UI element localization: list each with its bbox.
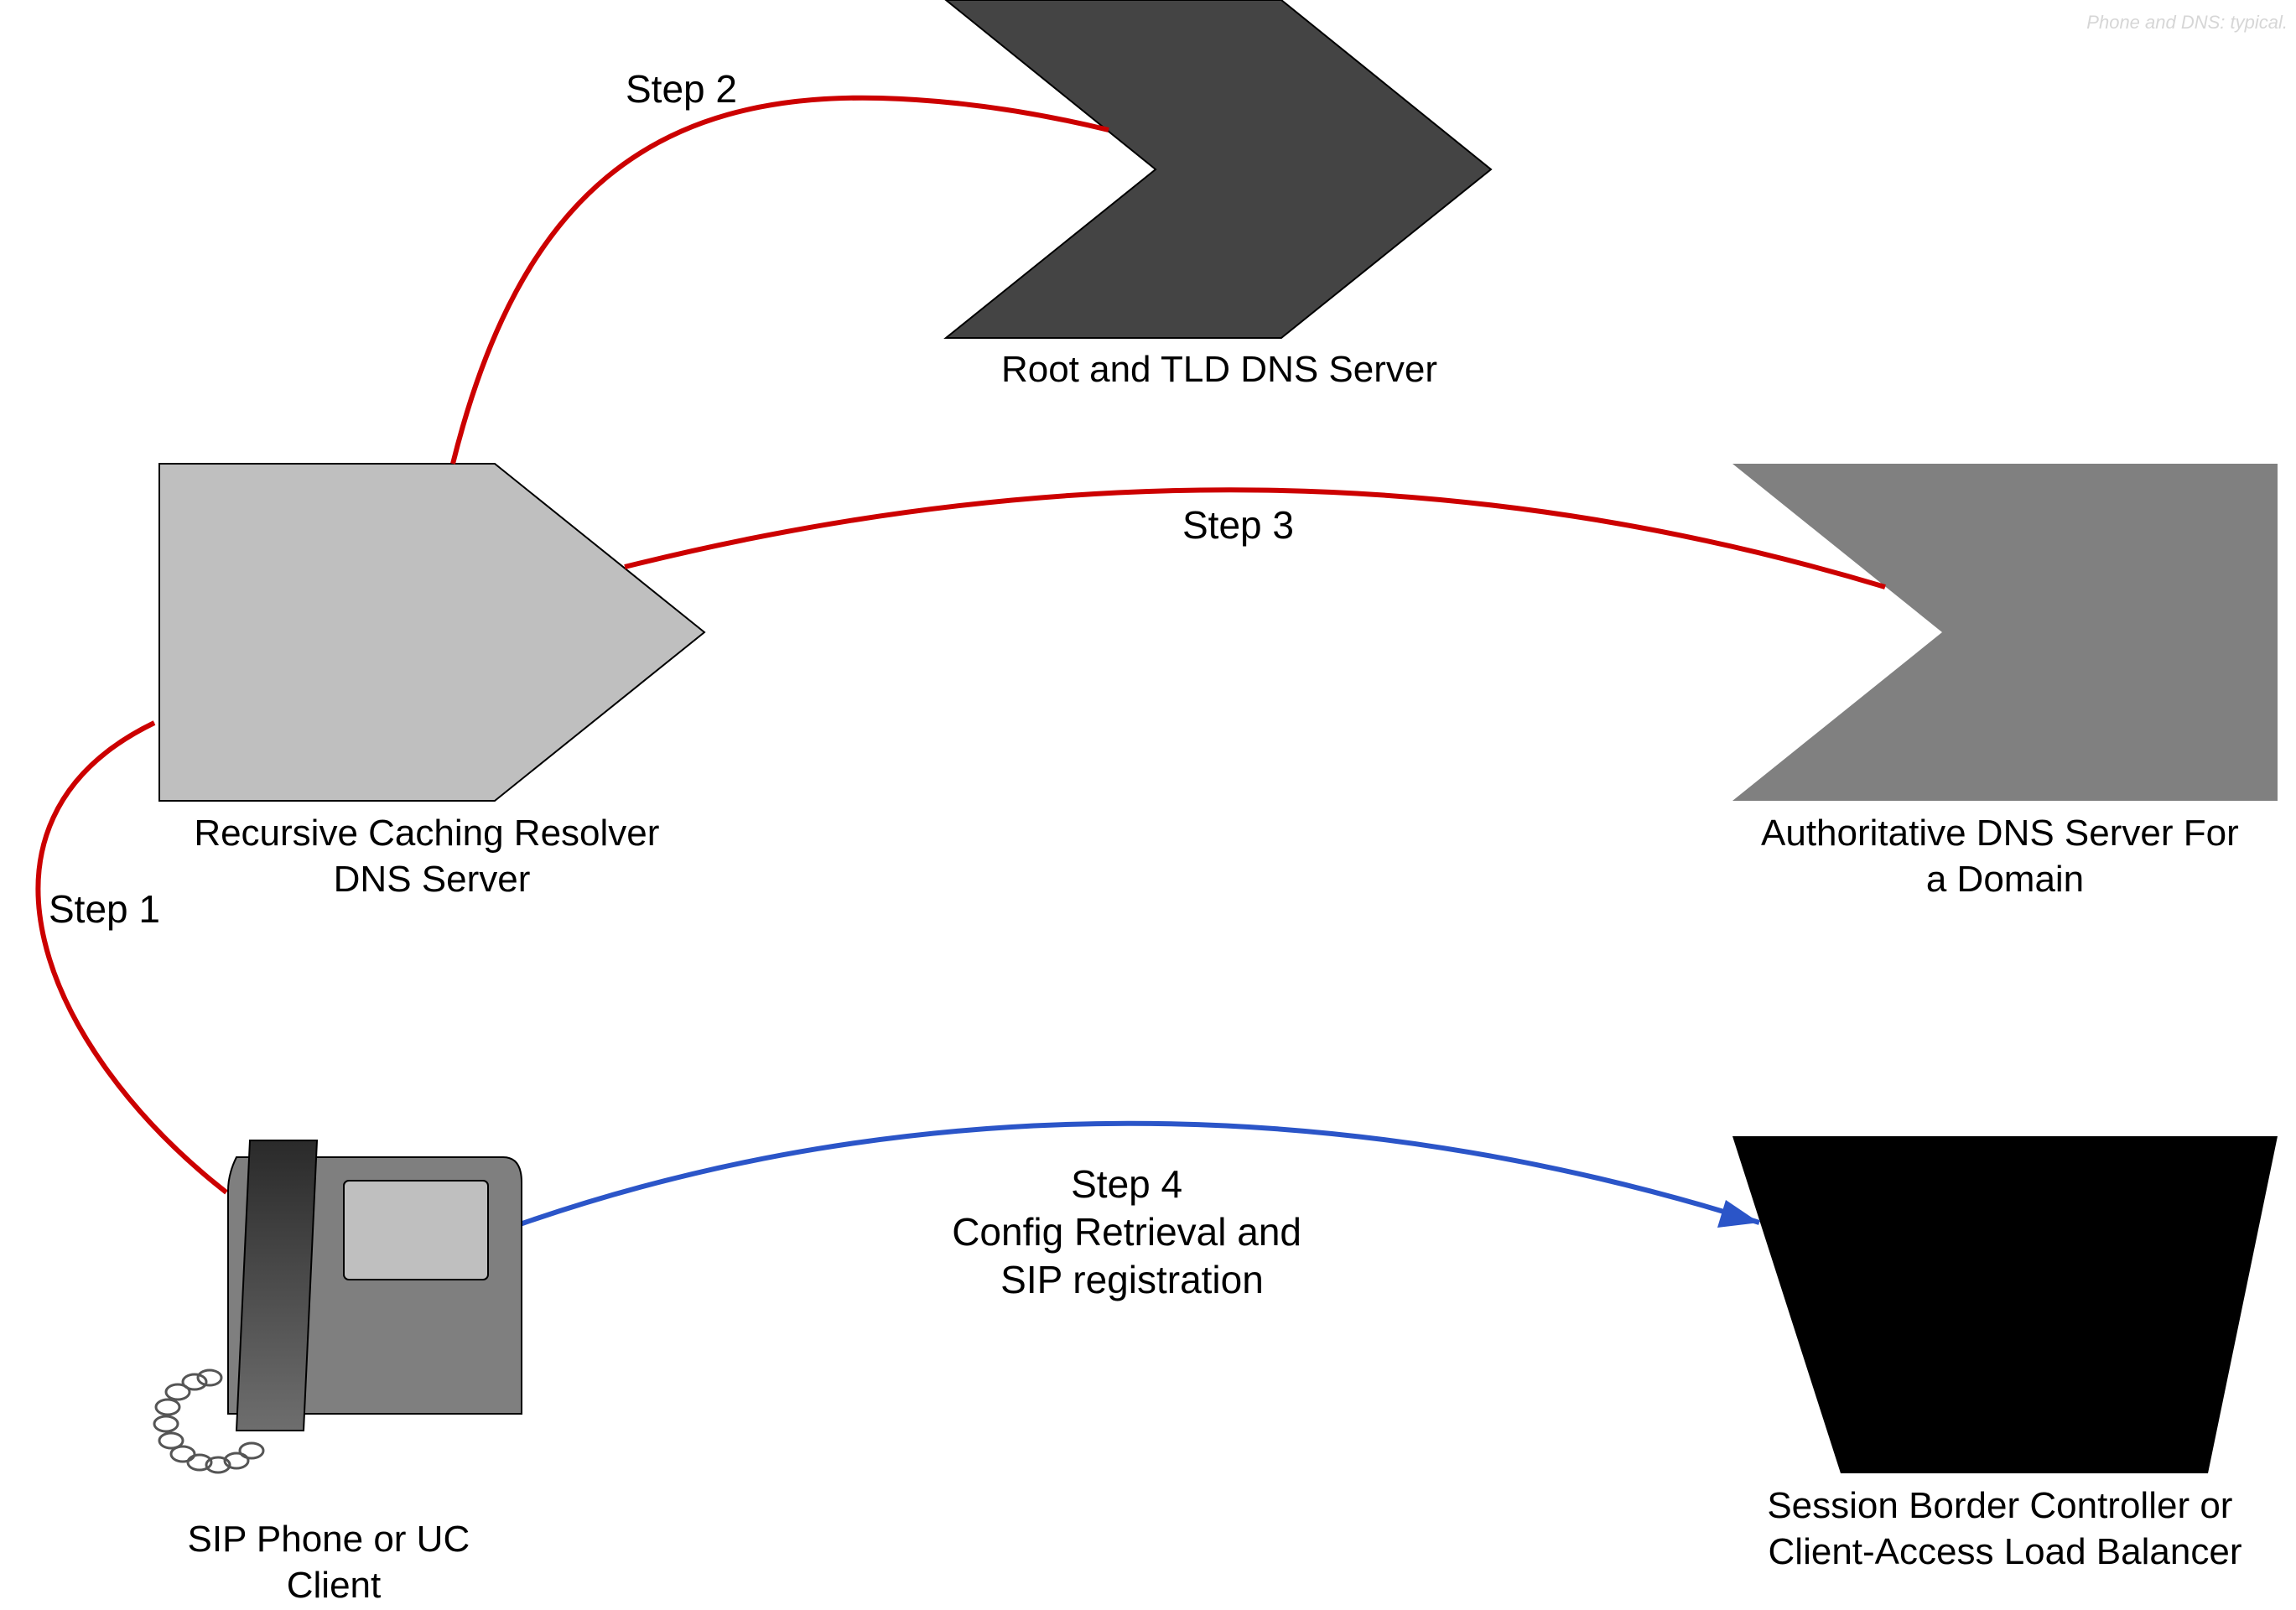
- session-border-controller-shape: [1732, 1136, 2278, 1473]
- step1-arrow: [35, 720, 228, 1195]
- authoritative-dns-server-label-line1: Authoritative DNS Server For: [1761, 813, 2239, 854]
- sip-phone-label: SIP Phone or UC Client: [188, 1519, 480, 1606]
- sip-phone-label-line1: SIP Phone or UC: [188, 1519, 470, 1560]
- step4-label: Step 4 Config Retrieval and SIP registra…: [952, 1162, 1312, 1301]
- root-tld-dns-server-shape: [943, 0, 1493, 339]
- root-tld-dns-server-label: Root and TLD DNS Server: [1001, 349, 1437, 390]
- recursive-resolver-shape: [158, 463, 706, 802]
- step4-label-line2: Config Retrieval and: [952, 1210, 1301, 1254]
- phone-handset: [235, 1140, 319, 1431]
- step3-label: Step 3: [1182, 503, 1294, 547]
- step3-arrow: [624, 487, 1886, 589]
- step4-arrowhead: [1717, 1200, 1759, 1228]
- authoritative-dns-server-label: Authoritative DNS Server For a Domain: [1761, 813, 2249, 900]
- session-border-controller-label: Session Border Controller or Client-Acce…: [1767, 1485, 2242, 1572]
- recursive-resolver-label: Recursive Caching Resolver DNS Server: [194, 813, 669, 900]
- session-border-controller-label-line2: Client-Access Load Balancer: [1769, 1531, 2242, 1572]
- watermark: Phone and DNS: typical.: [2086, 12, 2288, 33]
- session-border-controller-node[interactable]: Session Border Controller or Client-Acce…: [1732, 1136, 2278, 1572]
- phone-display: [343, 1180, 489, 1280]
- step4-label-line3: SIP registration: [1000, 1258, 1264, 1301]
- root-tld-dns-server-node[interactable]: Root and TLD DNS Server: [943, 0, 1493, 390]
- authoritative-dns-server-label-line2: a Domain: [1926, 859, 2084, 900]
- authoritative-dns-server-shape: [1732, 464, 2278, 801]
- step4-label-line1: Step 4: [1071, 1162, 1182, 1206]
- step2-label: Step 2: [626, 67, 737, 111]
- sip-phone-label-line2: Client: [287, 1565, 382, 1606]
- recursive-resolver-node[interactable]: Recursive Caching Resolver DNS Server: [158, 463, 706, 900]
- authoritative-dns-server-node[interactable]: Authoritative DNS Server For a Domain: [1732, 464, 2278, 900]
- step1-label: Step 1: [49, 887, 160, 931]
- step2-arrow: [450, 95, 1109, 465]
- session-border-controller-label-line1: Session Border Controller or: [1767, 1485, 2232, 1526]
- recursive-resolver-label-line2: DNS Server: [334, 859, 531, 900]
- recursive-resolver-label-line1: Recursive Caching Resolver: [194, 813, 659, 854]
- sip-phone-node[interactable]: SIP Phone or UC Client: [153, 1140, 522, 1606]
- phone-cord: [153, 1368, 265, 1474]
- step4-arrow: [519, 1120, 1760, 1227]
